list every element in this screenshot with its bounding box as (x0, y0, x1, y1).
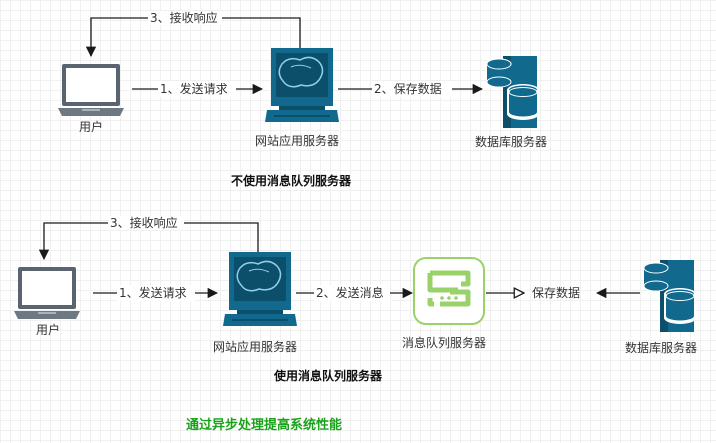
bottom-web-server-label: 网站应用服务器 (213, 339, 297, 354)
bottom-save-label: 保存数据 (532, 285, 580, 300)
top-request-label: 1、发送请求 (160, 81, 228, 96)
laptop-icon (58, 64, 124, 116)
top-diagram: 3、接收响应 1、发送请求 2、保存数据 用户 网站应用服务器 数据库服务器 不… (58, 10, 547, 188)
laptop-icon (14, 267, 80, 319)
bottom-request-label: 1、发送请求 (119, 285, 187, 300)
footer-caption: 通过异步处理提高系统性能 (186, 417, 342, 433)
desktop-server-icon (222, 251, 298, 327)
top-user-label: 用户 (79, 119, 103, 134)
bottom-response-label: 3、接收响应 (110, 215, 178, 230)
top-web-server-label: 网站应用服务器 (255, 133, 339, 148)
desktop-server-icon (264, 47, 340, 123)
top-title: 不使用消息队列服务器 (231, 173, 352, 188)
bottom-user-label: 用户 (36, 322, 60, 337)
bottom-db-server-label: 数据库服务器 (625, 340, 697, 355)
top-save-label: 2、保存数据 (374, 81, 442, 96)
top-db-server-label: 数据库服务器 (475, 134, 547, 149)
top-response-label: 3、接收响应 (150, 10, 218, 25)
bottom-title: 使用消息队列服务器 (273, 368, 383, 383)
bottom-diagram: 3、接收响应 1、发送请求 2、发送消息 保存数据 用户 网站应用服务器 消息队… (14, 215, 697, 383)
message-queue-icon (414, 258, 484, 324)
database-server-icon (486, 55, 540, 129)
database-server-icon (643, 259, 697, 333)
bottom-send-message-label: 2、发送消息 (316, 285, 384, 300)
bottom-mq-server-label: 消息队列服务器 (402, 335, 486, 350)
